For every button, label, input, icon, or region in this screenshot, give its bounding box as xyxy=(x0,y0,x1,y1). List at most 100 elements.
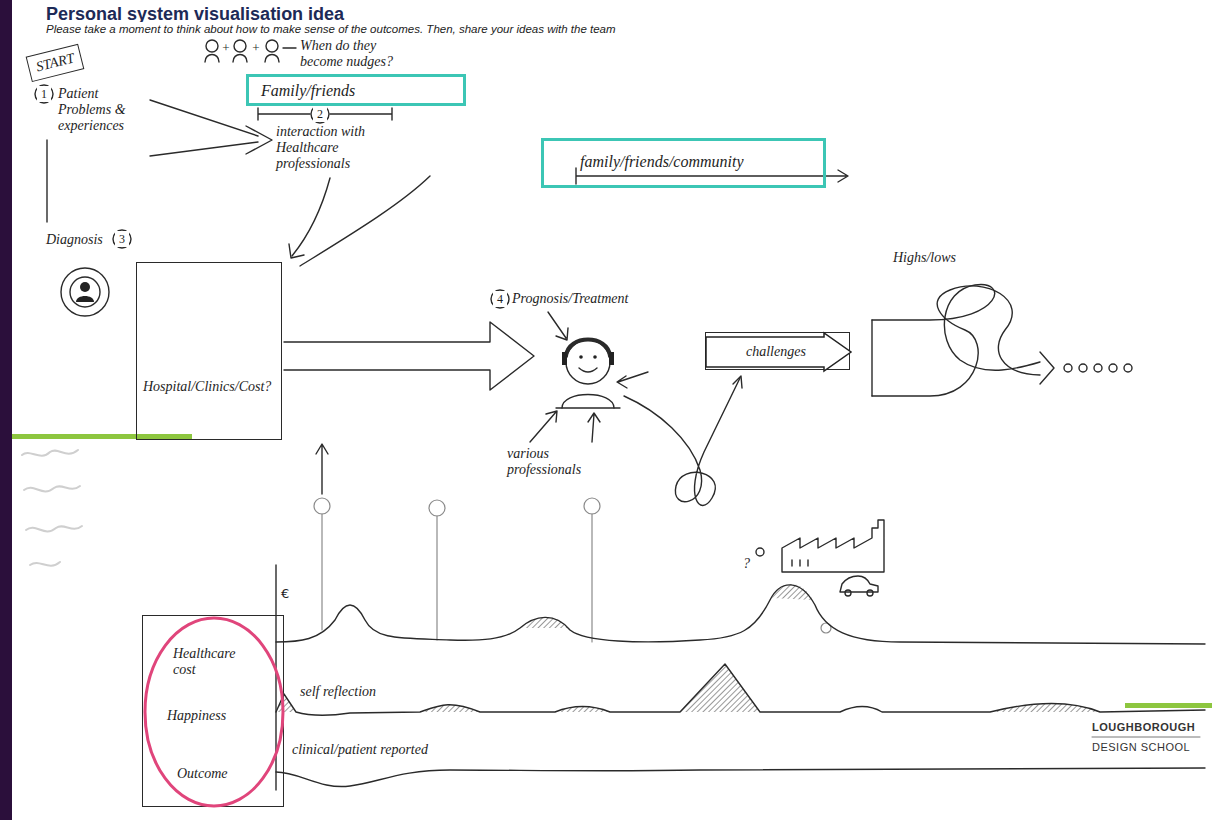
handwritten-note: clinical/patient reported xyxy=(292,742,428,758)
car-icon xyxy=(840,576,878,592)
patient-body xyxy=(562,395,614,409)
ghost-scribble xyxy=(22,450,78,456)
flow-line xyxy=(300,176,430,266)
sheet xyxy=(12,0,1212,820)
handwritten-note: interaction with Healthcare professional… xyxy=(276,124,380,172)
cost-line xyxy=(276,585,1205,644)
arrow-shape: challenges xyxy=(705,332,850,370)
logo-text: DESIGN SCHOOL xyxy=(1092,740,1190,754)
person-head xyxy=(266,40,278,52)
plus-sign: + xyxy=(221,40,231,56)
person-head xyxy=(206,40,218,52)
callout-circle xyxy=(35,85,53,103)
handwritten-note: Patient Problems & experiences xyxy=(58,86,140,134)
node-text: Diagnosis xyxy=(46,232,103,248)
patient-headphones xyxy=(566,340,610,357)
ellipse-outline xyxy=(145,618,283,806)
touchpoint-line xyxy=(591,514,592,642)
node-text: Healthcare cost xyxy=(173,646,245,678)
flow-arrow xyxy=(530,411,557,442)
ghost-scribble xyxy=(26,526,82,531)
patient-smile xyxy=(579,368,597,372)
person-body xyxy=(233,55,247,63)
arrow-head xyxy=(289,244,304,258)
diagnosis-icon xyxy=(80,282,90,292)
person-body xyxy=(265,55,279,63)
factory-window xyxy=(792,560,808,566)
ribbon xyxy=(872,286,1040,396)
flow-arrow xyxy=(150,100,272,156)
factory-icon xyxy=(782,520,884,572)
flow-arrow xyxy=(576,168,848,184)
arrow-outline xyxy=(706,333,851,371)
ribbon xyxy=(871,320,872,396)
start-box: START xyxy=(26,44,84,82)
touchpoint-line xyxy=(321,514,322,630)
highlight-box: family/friends/community xyxy=(541,138,826,188)
callout-number: 4 xyxy=(493,291,507,307)
highlight-ellipse: Healthcare costHappinessOutcome xyxy=(142,615,284,807)
callout-number: 2 xyxy=(313,106,327,122)
handwritten-note: When do they become nudges? xyxy=(300,38,404,70)
node-text: challenges xyxy=(746,344,806,360)
handwritten-note: Highs/lows xyxy=(893,250,956,266)
dot xyxy=(1109,364,1117,372)
node-text: family/friends/community xyxy=(580,153,744,171)
flow-arrow xyxy=(617,372,648,388)
node-text: Happiness xyxy=(167,708,226,724)
node-text: Hospital/Clinics/Cost? xyxy=(143,379,271,395)
happiness-line xyxy=(276,664,1205,715)
callout-number: 3 xyxy=(115,231,129,247)
accent-line xyxy=(1125,703,1212,708)
ribbon xyxy=(872,285,1040,371)
patient-eye xyxy=(579,355,583,359)
handwritten-note: Prognosis/Treatment xyxy=(512,291,628,307)
handwritten-note: various professionals xyxy=(507,446,591,478)
node-text: START xyxy=(35,50,76,75)
touchpoint-marker xyxy=(429,500,445,516)
logo-text: LOUGHBOROUGH xyxy=(1092,720,1195,734)
arrow-head xyxy=(1040,352,1054,384)
flow-arrow xyxy=(316,444,328,494)
plus-sign: + xyxy=(251,40,261,56)
callout-circle xyxy=(311,105,329,123)
arrow-head xyxy=(733,376,742,388)
patient-base xyxy=(556,407,620,408)
leader-line xyxy=(283,47,296,48)
touchpoint-line xyxy=(436,516,437,640)
hatched-area xyxy=(772,584,813,600)
hatched-area xyxy=(680,664,760,712)
car-wheel xyxy=(867,590,873,596)
node-text: Family/friends xyxy=(261,82,355,100)
touchpoint-marker xyxy=(584,498,600,514)
highlight-box: Family/friends xyxy=(246,74,466,106)
flow-arrow xyxy=(292,178,330,256)
dot xyxy=(1124,364,1132,372)
person-head xyxy=(234,40,246,52)
dot xyxy=(1064,364,1072,372)
accent-line xyxy=(12,434,192,439)
ghost-scribble xyxy=(24,486,80,491)
diagnosis-icon xyxy=(70,277,100,307)
node-text: Outcome xyxy=(177,766,228,782)
logo-rule xyxy=(1092,737,1200,738)
squiggle-line xyxy=(624,378,740,505)
car-wheel xyxy=(845,590,851,596)
diagnosis-icon xyxy=(61,268,109,316)
dot xyxy=(1079,364,1087,372)
flow-line xyxy=(46,140,47,222)
callout-number: 1 xyxy=(37,86,51,102)
question-mark: ? xyxy=(743,556,750,572)
currency-symbol: € xyxy=(281,586,289,602)
patient-eye xyxy=(593,355,597,359)
patient-head xyxy=(566,340,610,384)
ghost-scribble xyxy=(30,562,60,566)
outcome-line xyxy=(276,768,1205,787)
flow-arrow xyxy=(588,413,600,442)
process-box: DiagnosisHospital/Clinics/Cost? xyxy=(136,262,282,440)
handwritten-note: self reflection xyxy=(300,684,376,700)
subtitle: Please take a moment to think about how … xyxy=(46,22,616,36)
